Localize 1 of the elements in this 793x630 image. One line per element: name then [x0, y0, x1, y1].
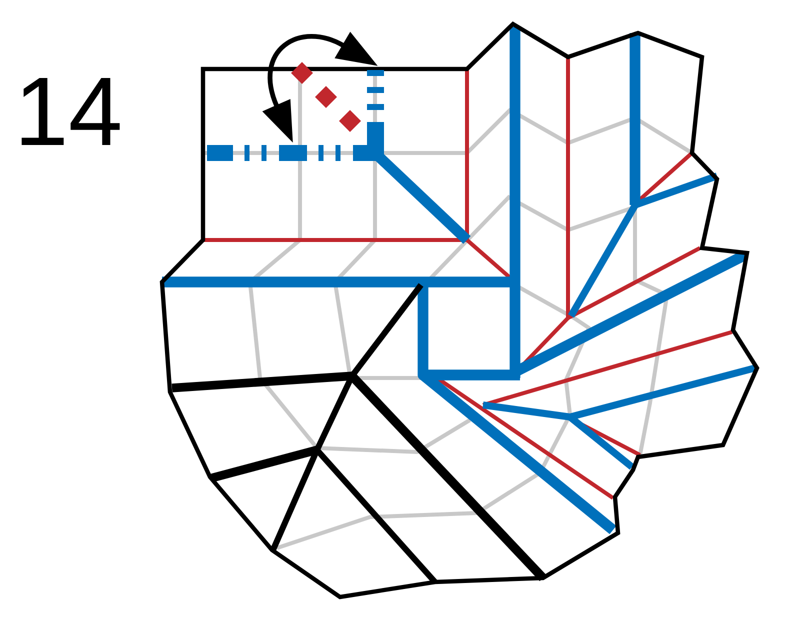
step-number: 14 [22, 78, 120, 145]
